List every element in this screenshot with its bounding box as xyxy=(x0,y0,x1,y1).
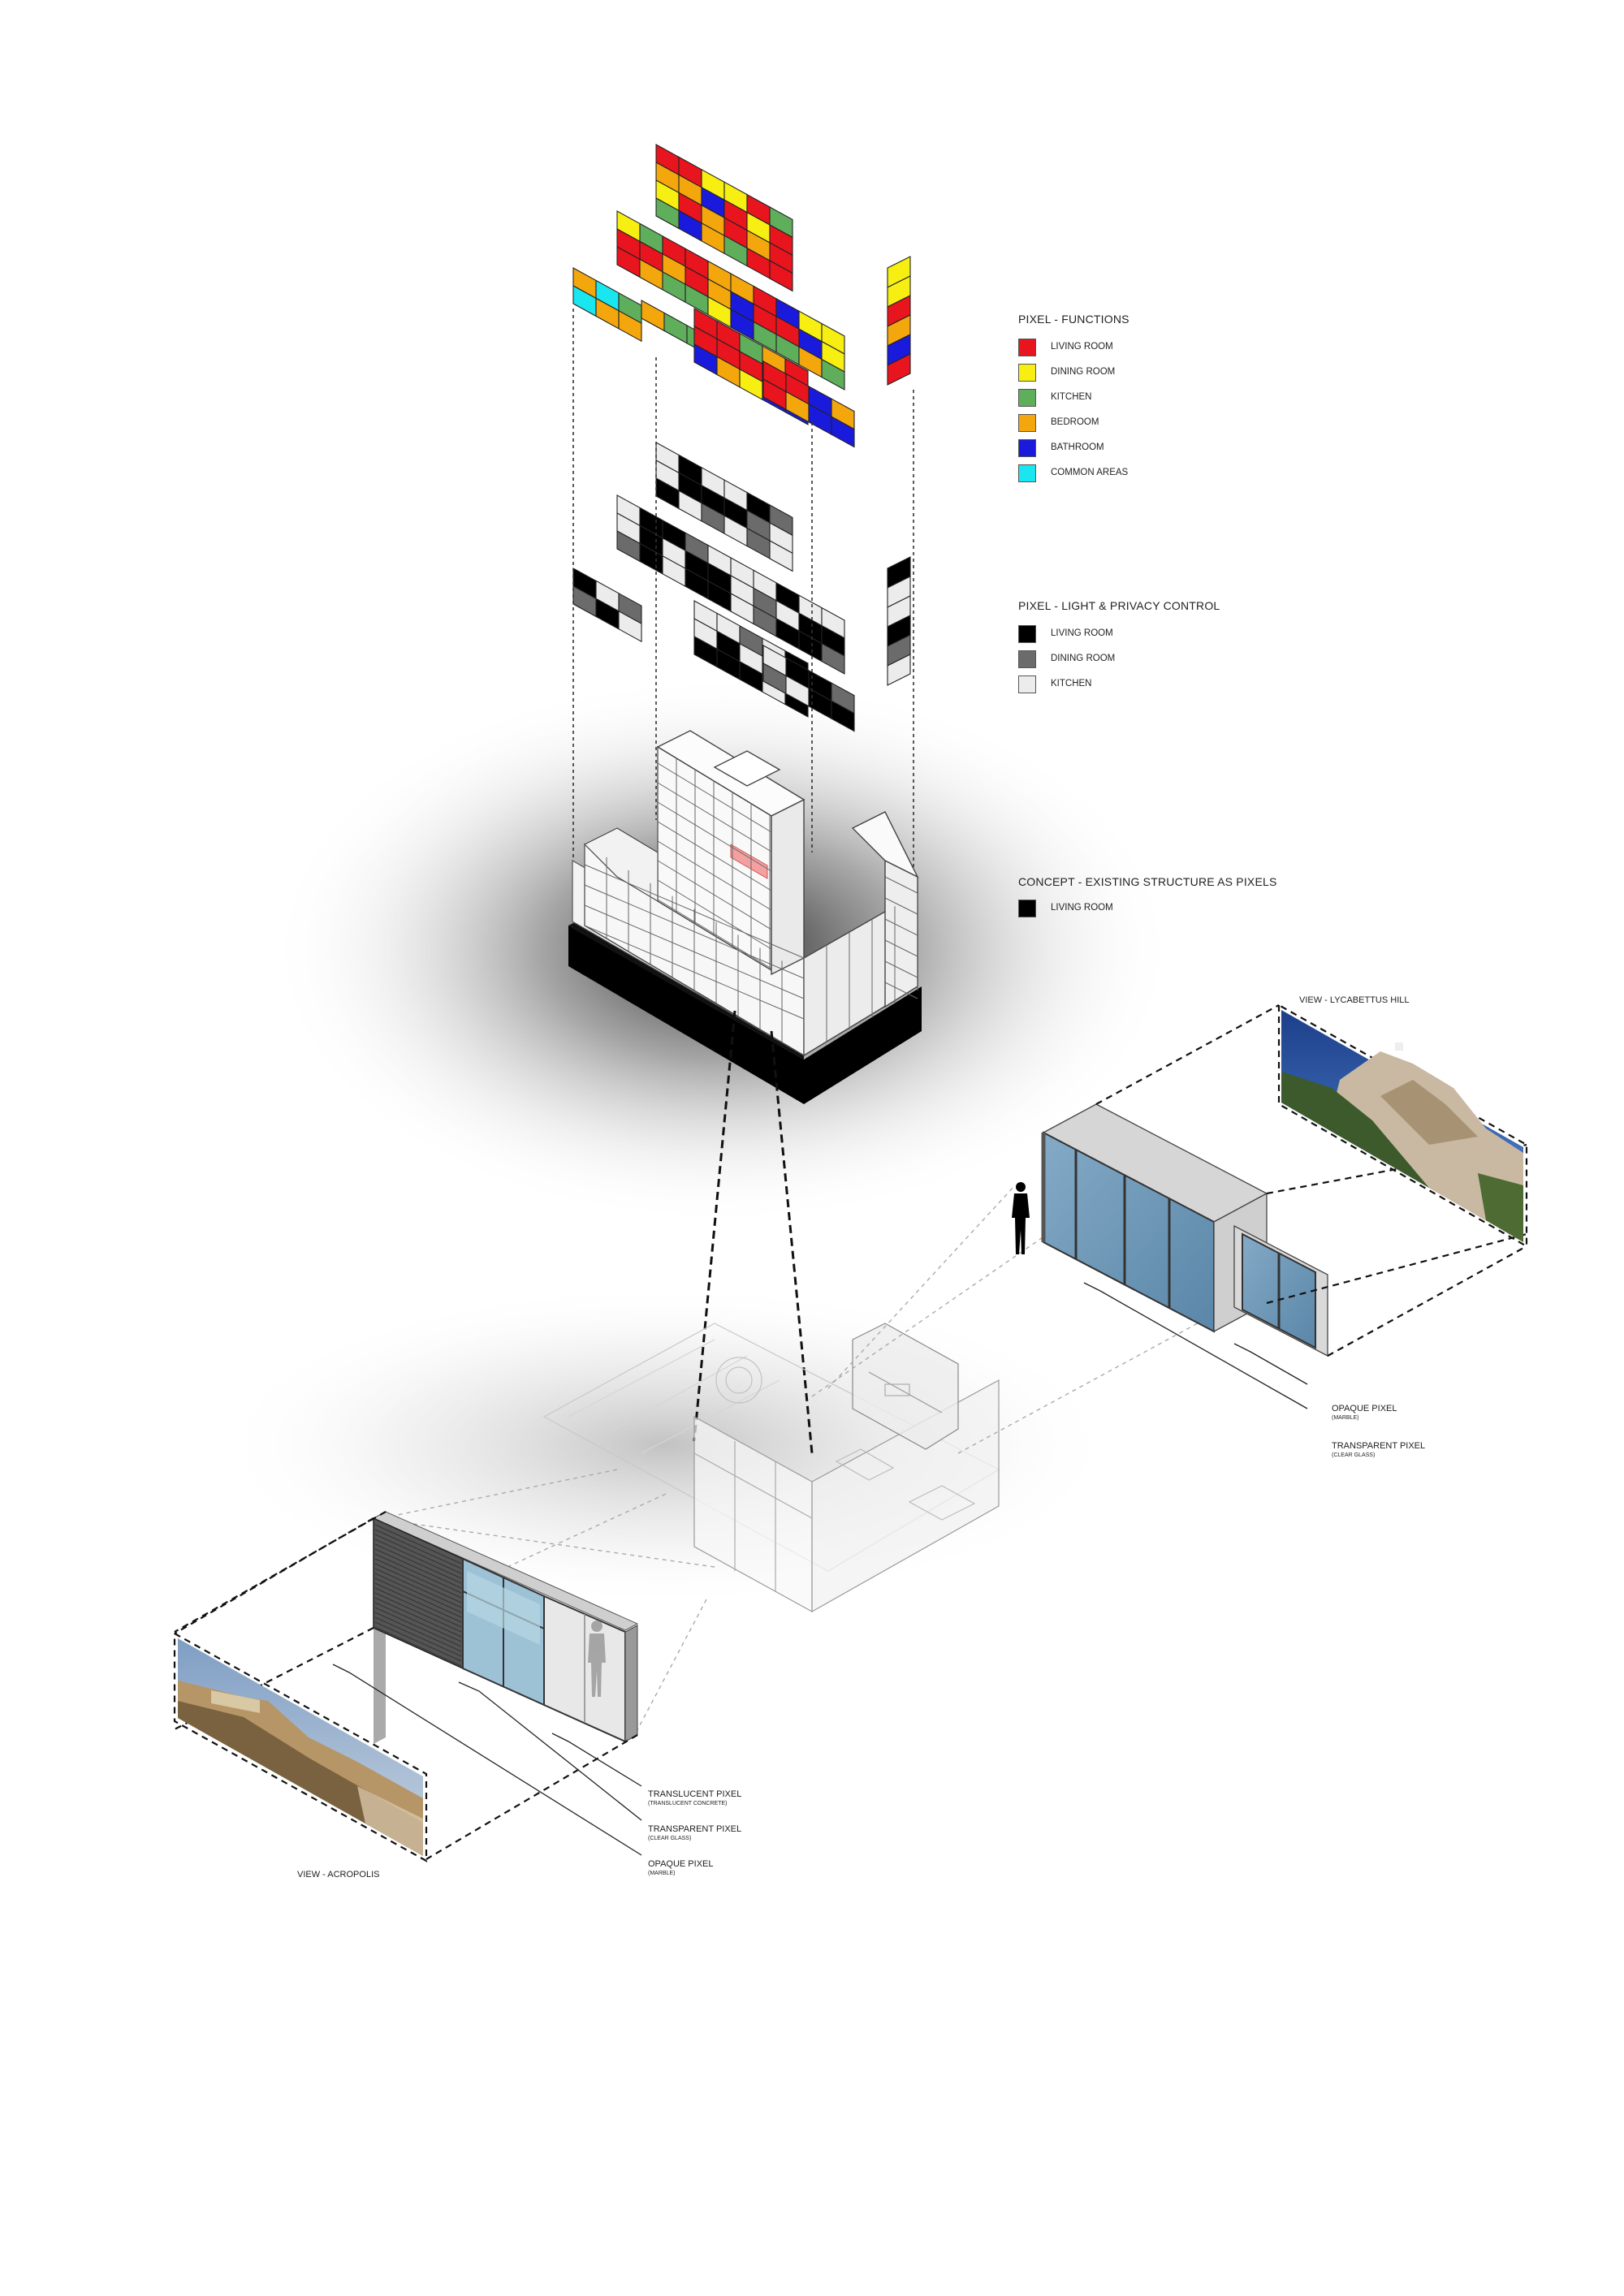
pixel-cell xyxy=(618,309,642,343)
view-title-acropolis: VIEW - ACROPOLIS xyxy=(297,1870,380,1880)
pixel-cell xyxy=(887,353,911,386)
floor-to-left-pod-lines xyxy=(373,1469,715,1738)
pixel-cell xyxy=(769,260,793,292)
legend-label: KITCHEN xyxy=(1051,392,1092,402)
building-axonometric xyxy=(568,730,922,1104)
pixel-cell xyxy=(831,416,855,448)
right-pod-leaders xyxy=(1083,1282,1308,1409)
pixel-cell xyxy=(831,700,855,732)
left-pod-leaders xyxy=(332,1664,642,1856)
annotation-main: OPAQUE PIXEL xyxy=(648,1859,714,1869)
acropolis-view-image xyxy=(178,1638,423,1856)
annotation-sub: (TRANSLUCENT CONCRETE) xyxy=(648,1801,728,1806)
legend-swatch xyxy=(1018,339,1036,356)
legend-swatch xyxy=(1018,389,1036,407)
floor-to-right-pod-lines xyxy=(811,1185,1243,1454)
annotation-main: TRANSPARENT PIXEL xyxy=(1332,1441,1426,1451)
annotation-right-transparent: TRANSPARENT PIXEL (CLEAR GLASS) xyxy=(1332,1440,1425,1459)
legend-label: LIVING ROOM xyxy=(1051,628,1113,638)
legend-label: KITCHEN xyxy=(1051,679,1092,688)
pixel-cell xyxy=(821,642,845,675)
pixel-light-panels xyxy=(572,442,911,732)
pixel-cell xyxy=(663,312,688,344)
legend-swatch xyxy=(1018,675,1036,693)
legend-label: BEDROOM xyxy=(1051,417,1099,427)
legend-swatch xyxy=(1018,414,1036,432)
legend-swatch xyxy=(1018,625,1036,643)
annotation-main: OPAQUE PIXEL xyxy=(1332,1404,1397,1413)
pixel-cell xyxy=(821,358,845,391)
legend-swatch xyxy=(1018,364,1036,382)
legend-swatch xyxy=(1018,439,1036,457)
legend-label: BATHROOM xyxy=(1051,442,1104,452)
annotation-right-opaque: OPAQUE PIXEL (MARBLE) xyxy=(1332,1403,1397,1422)
legend-label: COMMON AREAS xyxy=(1051,468,1129,477)
pixel-cell xyxy=(641,300,665,332)
annotation-left-opaque: OPAQUE PIXEL (MARBLE) xyxy=(648,1858,714,1877)
pixel-cell xyxy=(618,610,642,643)
left-pod xyxy=(372,1511,639,1744)
view-title-lycabettus: VIEW - LYCABETTUS HILL xyxy=(1299,995,1410,1005)
legend-title: PIXEL - FUNCTIONS xyxy=(1018,313,1129,326)
legend-label: DINING ROOM xyxy=(1051,654,1116,663)
annotation-sub: (MARBLE) xyxy=(648,1871,676,1876)
legend-label: LIVING ROOM xyxy=(1051,342,1113,352)
annotation-left-translucent: TRANSLUCENT PIXEL (TRANSLUCENT CONCRETE) xyxy=(648,1789,741,1807)
right-pod xyxy=(1012,1103,1328,1357)
legend-title: PIXEL - LIGHT & PRIVACY CONTROL xyxy=(1018,599,1220,612)
legend-swatch xyxy=(1018,900,1036,917)
annotation-main: TRANSPARENT PIXEL xyxy=(648,1824,742,1834)
annotation-sub: (CLEAR GLASS) xyxy=(1332,1452,1376,1458)
annotation-sub: (MARBLE) xyxy=(1332,1415,1359,1421)
annotation-left-transparent: TRANSPARENT PIXEL (CLEAR GLASS) xyxy=(648,1823,741,1842)
apartment-floor-plan xyxy=(542,1323,1000,1613)
pixel-cell xyxy=(769,540,793,572)
legend-title: CONCEPT - EXISTING STRUCTURE AS PIXELS xyxy=(1018,875,1277,888)
legend-label: DINING ROOM xyxy=(1051,367,1116,377)
legend-swatch xyxy=(1018,464,1036,482)
lycabettus-view-image xyxy=(1281,1010,1523,1242)
annotation-main: TRANSLUCENT PIXEL xyxy=(648,1789,742,1799)
building-to-floor-lines xyxy=(693,1010,814,1454)
pixel-functions-panels xyxy=(572,144,911,448)
pixel-cell xyxy=(887,654,911,686)
person-silhouette xyxy=(1012,1182,1030,1254)
annotation-sub: (CLEAR GLASS) xyxy=(648,1836,692,1841)
legend-label: LIVING ROOM xyxy=(1051,903,1113,913)
legend-swatch xyxy=(1018,650,1036,668)
alignment-lines xyxy=(572,309,914,901)
